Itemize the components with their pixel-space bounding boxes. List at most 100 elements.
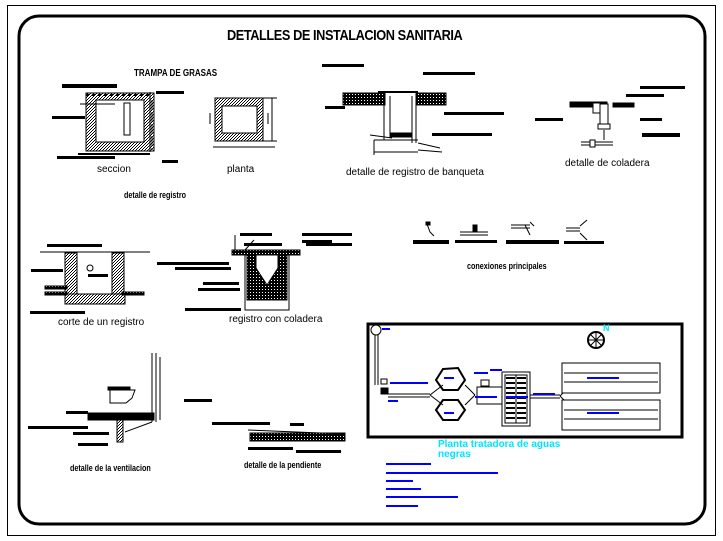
leader-label xyxy=(156,91,184,94)
leader-label xyxy=(444,112,504,115)
leader-label xyxy=(31,269,63,272)
louver-bar xyxy=(506,382,515,384)
outer-frame xyxy=(7,5,716,536)
banqueta-caption: detalle de registro de banqueta xyxy=(346,167,484,178)
leader-label xyxy=(66,411,88,414)
plan-note xyxy=(444,377,454,379)
leader-label xyxy=(535,118,563,121)
leader-label xyxy=(157,262,229,265)
louver-bar xyxy=(517,382,526,384)
corte-registro-caption: corte de un registro xyxy=(58,317,145,328)
leader-label xyxy=(30,311,85,314)
legend-note xyxy=(386,480,413,482)
legend-note xyxy=(386,488,421,490)
leader-label xyxy=(642,133,680,137)
plan-title-line1: Planta tratadora de aguas xyxy=(438,439,561,450)
seccion-caption: seccion xyxy=(97,164,131,175)
leader-label xyxy=(640,86,685,89)
leader-label xyxy=(57,156,115,159)
leader-label xyxy=(88,274,108,277)
plan-note xyxy=(587,412,619,414)
louver-bar xyxy=(506,392,515,394)
plan-note xyxy=(587,377,619,379)
louver-bar xyxy=(517,412,526,414)
plan-note xyxy=(533,393,555,395)
plan-note xyxy=(475,396,497,398)
north-label: N xyxy=(603,323,610,333)
plan-title-line2: negras xyxy=(438,449,471,460)
trampa-seccion-drawing xyxy=(78,92,155,155)
leader-label xyxy=(240,233,272,236)
plan-note xyxy=(390,382,428,384)
louver-bar xyxy=(517,417,526,419)
registro-coladera-drawing xyxy=(231,235,301,311)
leader-label xyxy=(62,84,117,88)
leader-label xyxy=(423,72,475,75)
leader-label xyxy=(413,240,449,244)
legend-note xyxy=(386,472,498,474)
leader-label xyxy=(302,240,332,243)
conexiones-drawings xyxy=(425,219,588,241)
leader-label xyxy=(290,423,304,426)
louver-bar xyxy=(506,407,515,409)
leader-label xyxy=(28,426,88,429)
leader-label xyxy=(564,241,604,244)
plan-note xyxy=(388,400,398,402)
trampa-planta-drawing xyxy=(209,97,277,148)
leader-label xyxy=(185,308,241,311)
leader-label xyxy=(432,133,492,136)
leader-label xyxy=(322,64,364,67)
pendiente-caption: detalle de la pendiente xyxy=(244,460,322,470)
legend-note xyxy=(386,463,431,465)
leader-label xyxy=(73,432,109,435)
trampa-title: TRAMPA DE GRASAS xyxy=(134,68,218,79)
leader-label xyxy=(184,399,212,402)
leader-label xyxy=(296,450,341,453)
leader-label xyxy=(455,240,497,243)
leader-label xyxy=(626,94,664,97)
corte-registro-drawing xyxy=(40,251,150,305)
plan-note xyxy=(474,372,488,374)
legend-note xyxy=(386,496,458,498)
louver-bar xyxy=(517,377,526,379)
plan-note xyxy=(506,396,528,398)
louver-bar xyxy=(517,387,526,389)
registro-coladera-caption: registro con coladera xyxy=(229,314,323,325)
banqueta-drawing xyxy=(342,91,447,155)
leader-label xyxy=(325,106,345,109)
leader-label xyxy=(640,118,662,121)
leader-label xyxy=(198,288,240,291)
leader-label xyxy=(203,282,239,285)
leader-label xyxy=(78,443,108,446)
louver-bar xyxy=(517,392,526,394)
louver-bar xyxy=(517,402,526,404)
ventilacion-caption: detalle de la ventilacion xyxy=(70,463,151,473)
leader-label xyxy=(52,116,85,119)
planta-caption: planta xyxy=(227,164,255,175)
leader-label xyxy=(248,447,293,450)
louver-bar xyxy=(506,412,515,414)
coladera-caption: detalle de coladera xyxy=(565,158,650,169)
leader-label xyxy=(506,240,559,244)
sheet-title: DETALLES DE INSTALACION SANITARIA xyxy=(227,27,463,44)
leader-label xyxy=(212,422,270,425)
leader-label xyxy=(175,267,231,270)
leader-label xyxy=(162,160,178,163)
pendiente-drawing xyxy=(247,429,346,442)
louver-bar xyxy=(506,387,515,389)
leader-label xyxy=(306,243,352,246)
leader-label xyxy=(244,243,282,246)
louver-bar xyxy=(517,407,526,409)
inner-rounded-frame xyxy=(17,14,707,526)
detalle-registro-caption: detalle de registro xyxy=(124,190,187,200)
legend-note xyxy=(386,505,418,507)
louver-bar xyxy=(506,377,515,379)
plan-note xyxy=(382,328,390,330)
plan-frame xyxy=(366,322,684,439)
plan-note xyxy=(444,412,454,414)
plan-note xyxy=(490,369,502,371)
conexiones-caption: conexiones principales xyxy=(467,261,547,271)
leader-label xyxy=(302,233,352,236)
louver-bar xyxy=(506,402,515,404)
